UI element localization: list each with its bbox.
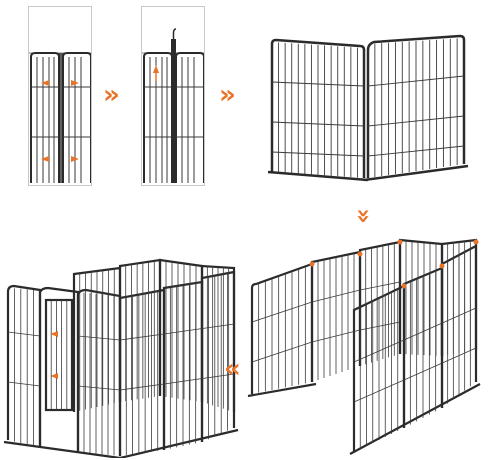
arrow-left: « — [224, 354, 241, 384]
two-panel-fence-icon — [267, 34, 469, 182]
step-1-box — [28, 6, 92, 186]
arrow-down: » — [349, 208, 378, 224]
arrow-right-1: » — [103, 80, 120, 110]
complete-dog-pen-icon — [3, 258, 239, 458]
connector-step-2-icon — [142, 28, 204, 183]
arrow-right-2: » — [219, 80, 236, 110]
partial-dog-pen-icon — [247, 238, 481, 455]
connector-step-1-icon — [29, 7, 91, 183]
step-2-box — [141, 6, 205, 186]
